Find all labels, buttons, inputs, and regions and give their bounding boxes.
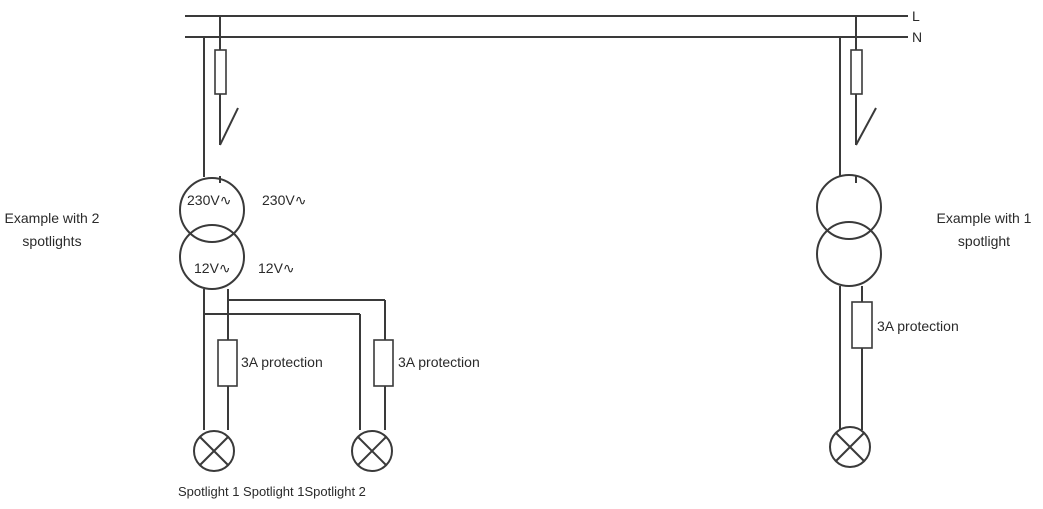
neutral-bus-label: N: [912, 29, 922, 45]
right-circuit: 3A protection: [816, 16, 959, 468]
left-primary-voltage-inside: 230V∿: [187, 192, 231, 208]
right-example-caption-line1: Example with 1: [937, 210, 1032, 226]
spotlight-icon: [829, 426, 871, 468]
left-transformer-primary: [179, 177, 245, 243]
left-protection-fuse-2: [373, 339, 394, 387]
spotlight-labels: Spotlight 1 Spotlight 1Spotlight 2: [178, 484, 366, 499]
left-switch: [219, 107, 239, 146]
right-protection-label: 3A protection: [877, 318, 959, 334]
left-circuit: 230V∿ 230V∿ 12V∿ 12V∿ 3A protection 3A p…: [178, 16, 480, 499]
left-secondary-voltage-outside: 12V∿: [258, 260, 295, 276]
left-transformer-secondary: [179, 224, 245, 290]
right-transformer-secondary: [816, 221, 882, 287]
spotlight-icon: [351, 430, 393, 472]
right-main-fuse: [850, 49, 863, 95]
spotlight-icon: [193, 430, 235, 472]
left-example-caption-line2: spotlights: [22, 233, 81, 249]
right-example-caption-line2: spotlight: [958, 233, 1010, 249]
left-protection-fuse-1: [217, 339, 238, 387]
left-secondary-voltage-inside: 12V∿: [194, 260, 231, 276]
right-switch: [855, 107, 877, 146]
left-main-fuse: [214, 49, 227, 95]
left-primary-voltage-outside: 230V∿: [262, 192, 306, 208]
right-protection-fuse: [851, 301, 873, 349]
left-example-caption-line1: Example with 2: [5, 210, 100, 226]
left-protection-label-2: 3A protection: [398, 354, 480, 370]
line-bus-label: L: [912, 8, 920, 24]
left-protection-label-1: 3A protection: [241, 354, 323, 370]
right-transformer-primary: [816, 174, 882, 240]
